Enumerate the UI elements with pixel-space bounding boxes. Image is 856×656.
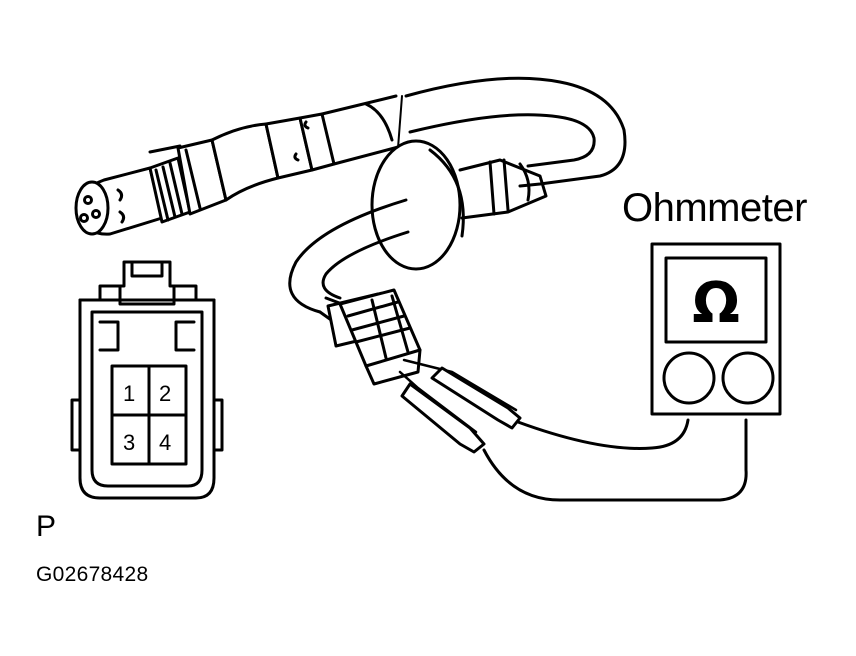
grommet [370,139,548,271]
harness-connector [326,288,422,386]
connector-pin-2: 2 [159,381,171,406]
connector-pin-1: 1 [123,381,135,406]
view-letter: P [36,510,57,543]
oxygen-sensor-icon [74,94,404,236]
figure-code: G02678428 [36,563,149,586]
meter-leads [482,418,748,502]
test-probe-icon [398,358,522,454]
ohmmeter-icon [650,242,782,416]
connector-pin-3: 3 [123,430,135,455]
ohm-symbol: Ω [692,271,740,336]
connector-pin-4: 4 [159,430,171,455]
connector-face-icon [70,260,224,500]
meter-title: Ohmmeter [622,186,807,230]
sensor-harness-cable [397,76,627,188]
